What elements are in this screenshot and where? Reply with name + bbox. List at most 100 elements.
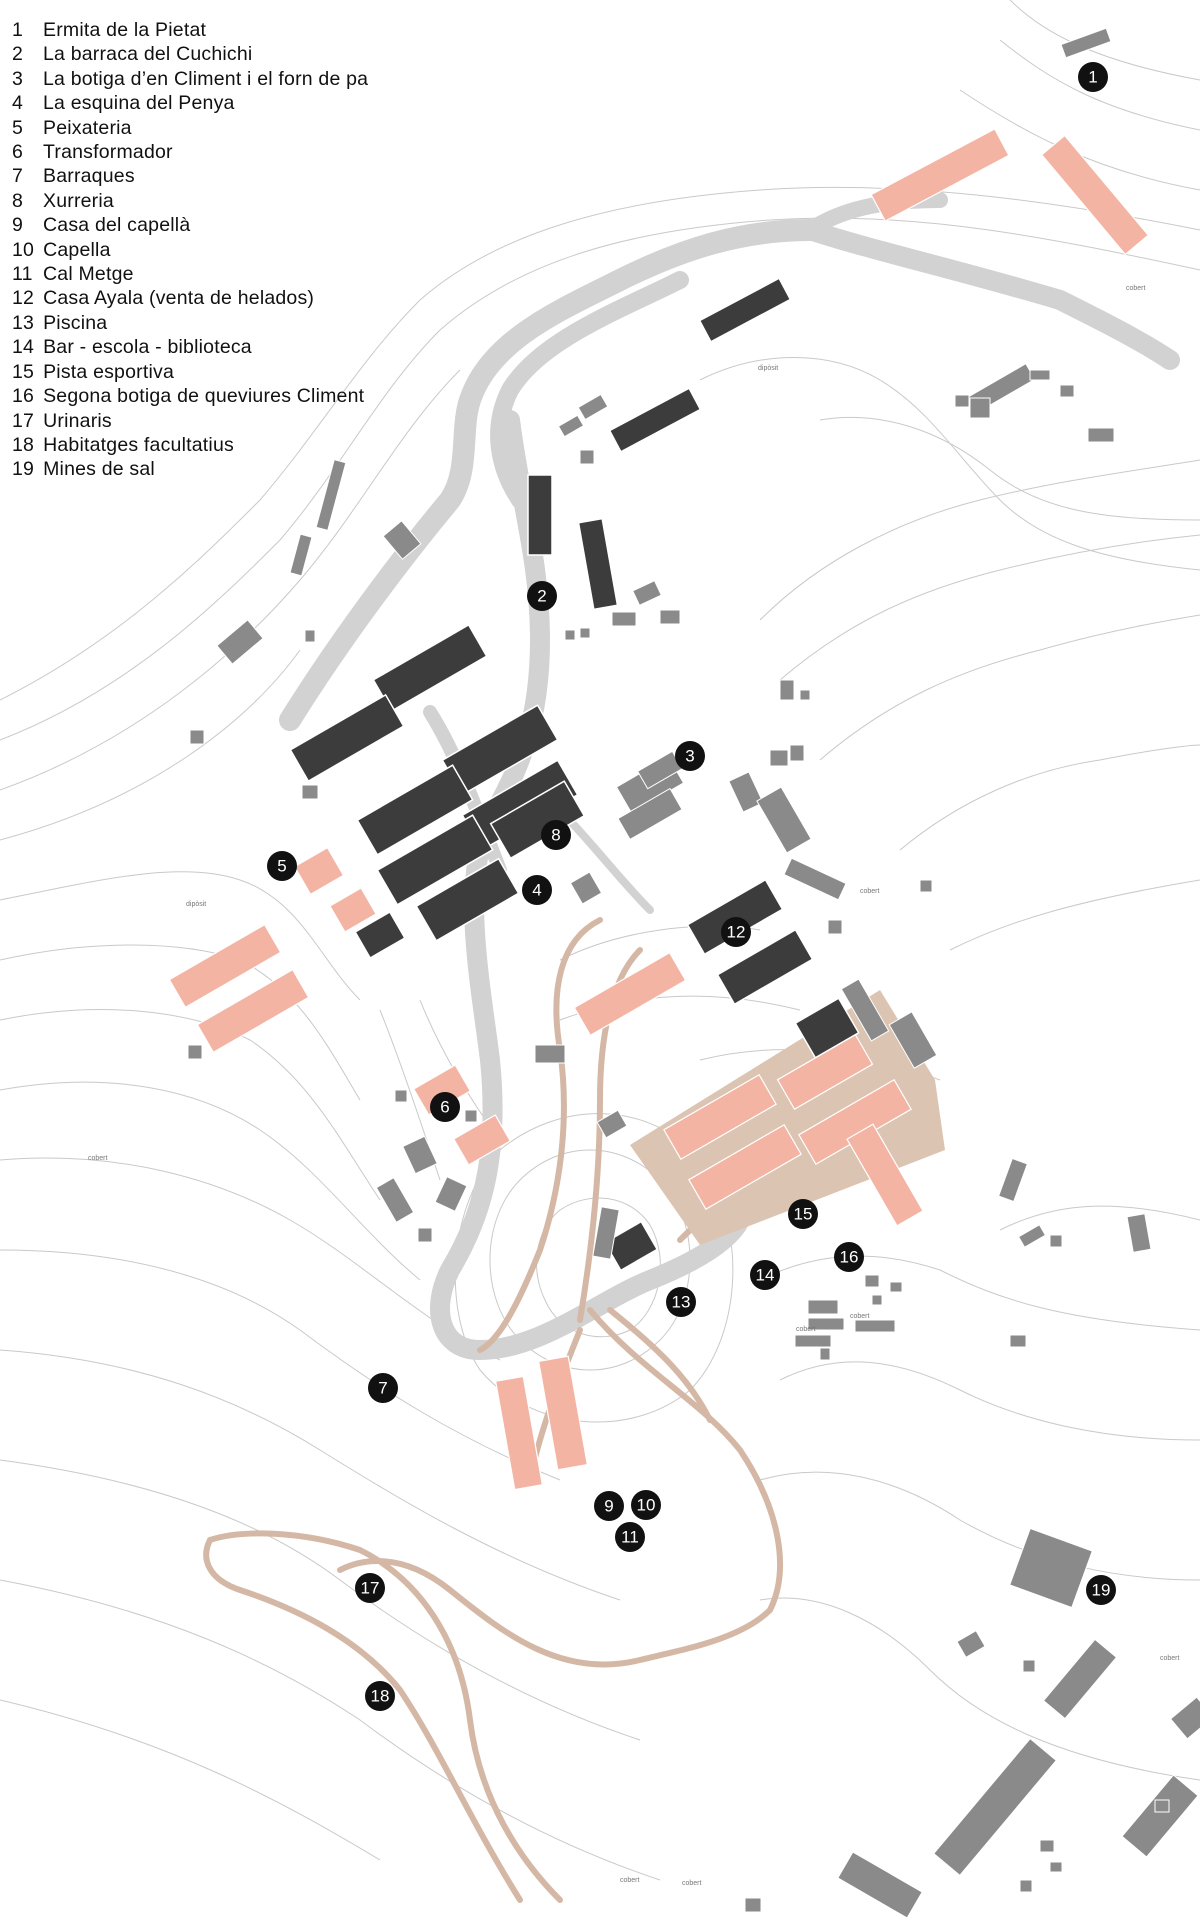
building — [196, 968, 310, 1054]
marker-number[interactable]: 17 — [361, 1579, 380, 1598]
marker-4[interactable]: 4 — [522, 875, 552, 905]
building — [799, 689, 811, 701]
marker-number[interactable]: 12 — [727, 923, 746, 942]
marker-number[interactable]: 14 — [756, 1266, 775, 1285]
marker-circle[interactable] — [522, 875, 552, 905]
marker-circle[interactable] — [631, 1490, 661, 1520]
marker-circle[interactable] — [267, 851, 297, 881]
marker-12[interactable]: 12 — [721, 917, 751, 947]
building — [464, 1109, 478, 1123]
marker-circle[interactable] — [355, 1573, 385, 1603]
map-markers[interactable]: 1 2 3 4 5 6 7 8 9 10 11 12 13 14 15 16 1… — [267, 62, 1116, 1711]
legend-label: Piscina — [43, 311, 108, 334]
building — [216, 619, 264, 665]
marker-number[interactable]: 2 — [537, 587, 546, 606]
marker-10[interactable]: 10 — [631, 1490, 661, 1520]
marker-6[interactable]: 6 — [430, 1092, 460, 1122]
building — [1017, 1224, 1047, 1248]
marker-7[interactable]: 7 — [368, 1373, 398, 1403]
marker-circle[interactable] — [675, 741, 705, 771]
marker-number[interactable]: 16 — [840, 1248, 859, 1267]
building — [603, 1220, 659, 1272]
contour-line — [949, 879, 1200, 951]
marker-19[interactable]: 19 — [1086, 1575, 1116, 1605]
marker-11[interactable]: 11 — [615, 1522, 645, 1552]
marker-18[interactable]: 18 — [365, 1681, 395, 1711]
marker-9[interactable]: 9 — [594, 1491, 624, 1521]
building — [592, 1206, 620, 1260]
marker-circle[interactable] — [1086, 1575, 1116, 1605]
marker-3[interactable]: 3 — [675, 741, 705, 771]
building — [846, 1123, 924, 1227]
marker-circle[interactable] — [430, 1092, 460, 1122]
contour-line — [999, 1205, 1200, 1231]
legend-number: 15 — [12, 360, 35, 383]
contour-line — [999, 39, 1200, 131]
marker-circle[interactable] — [666, 1287, 696, 1317]
marker-number[interactable]: 11 — [621, 1528, 639, 1547]
building — [840, 978, 890, 1042]
marker-8[interactable]: 8 — [541, 820, 571, 850]
building — [698, 277, 792, 343]
marker-17[interactable]: 17 — [355, 1573, 385, 1603]
marker-1[interactable]: 1 — [1078, 62, 1108, 92]
marker-circle[interactable] — [834, 1242, 864, 1272]
marker-number[interactable]: 1 — [1088, 68, 1097, 87]
marker-number[interactable]: 15 — [794, 1205, 813, 1224]
contour-line — [489, 1149, 691, 1371]
building — [376, 814, 494, 906]
marker-number[interactable]: 8 — [551, 826, 560, 845]
marker-2[interactable]: 2 — [527, 581, 557, 611]
building — [933, 1737, 1057, 1877]
marker-number[interactable]: 3 — [685, 747, 694, 766]
marker-circle[interactable] — [1078, 62, 1108, 92]
footpath — [477, 917, 603, 1353]
marker-5[interactable]: 5 — [267, 851, 297, 881]
marker-circle[interactable] — [368, 1373, 398, 1403]
marker-circle[interactable] — [365, 1681, 395, 1711]
building — [187, 1044, 203, 1060]
marker-circle[interactable] — [750, 1260, 780, 1290]
legend-number: 5 — [12, 116, 24, 139]
building — [189, 729, 205, 745]
marker-number[interactable]: 19 — [1092, 1581, 1111, 1600]
contour-line — [759, 1597, 1200, 1781]
map-label: cobert — [620, 1877, 640, 1884]
building — [956, 1630, 986, 1658]
contour-line — [0, 1081, 421, 1281]
marker-number[interactable]: 6 — [440, 1098, 449, 1117]
marker-number[interactable]: 9 — [604, 1497, 613, 1516]
marker-number[interactable]: 10 — [637, 1496, 656, 1515]
marker-circle[interactable] — [788, 1199, 818, 1229]
marker-circle[interactable] — [594, 1491, 624, 1521]
marker-14[interactable]: 14 — [750, 1260, 780, 1290]
map-label: dipòsit — [186, 901, 206, 908]
contour-line — [759, 1471, 1200, 1581]
marker-circle[interactable] — [527, 581, 557, 611]
legend-label: Casa del capellà — [43, 214, 191, 237]
marker-number[interactable]: 18 — [371, 1687, 390, 1706]
marker-16[interactable]: 16 — [834, 1242, 864, 1272]
legend-label: Mines de sal — [43, 458, 155, 481]
building — [1121, 1774, 1199, 1858]
contour-line — [779, 1361, 1200, 1441]
building — [293, 846, 345, 896]
legend-label: Peixateria — [43, 116, 132, 139]
marker-number[interactable]: 5 — [277, 857, 286, 876]
marker-number[interactable]: 13 — [672, 1293, 691, 1312]
building — [168, 923, 282, 1009]
legend-label: Urinaris — [43, 409, 112, 432]
marker-circle[interactable] — [721, 917, 751, 947]
legend-number: 8 — [12, 189, 24, 212]
building — [663, 1073, 777, 1161]
building — [304, 629, 316, 643]
marker-number[interactable]: 7 — [378, 1379, 387, 1398]
marker-circle[interactable] — [615, 1522, 645, 1552]
marker-15[interactable]: 15 — [788, 1199, 818, 1229]
marker-circle[interactable] — [541, 820, 571, 850]
marker-13[interactable]: 13 — [666, 1287, 696, 1317]
marker-number[interactable]: 4 — [532, 881, 541, 900]
building — [998, 1157, 1028, 1203]
